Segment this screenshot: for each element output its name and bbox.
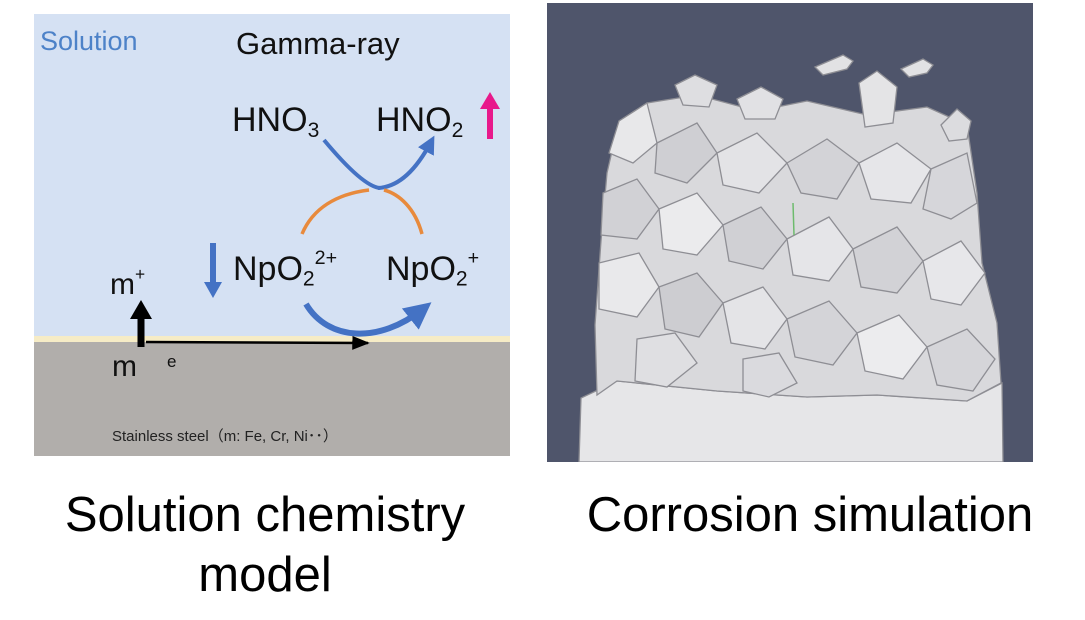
simulation-canvas [547, 3, 1033, 462]
solution-label: Solution [40, 26, 138, 56]
dissolution-arrow-icon [130, 300, 152, 347]
npo2-plus-formula: NpO2+ [386, 247, 480, 291]
floating-debris [813, 54, 854, 76]
fragment [658, 272, 724, 338]
orange-arc-left [300, 188, 370, 235]
top-fragment [736, 86, 784, 120]
orange-arc-right [383, 188, 424, 235]
right-caption: Corrosion simulation [586, 488, 1034, 542]
metal-ion-label: m+ [110, 264, 146, 301]
gamma-ray-label: Gamma-ray [236, 26, 400, 61]
fragment [654, 122, 718, 184]
hno2-up-arc [377, 135, 435, 190]
fragment [716, 132, 788, 194]
solution-chemistry-diagram: Solution Gamma-ray HNO3 HNO2 NpO22+ NpO2… [34, 14, 510, 456]
corroded-material [578, 54, 1004, 462]
fragment [608, 101, 658, 164]
green-marker [792, 202, 795, 236]
reaction-arrows [130, 92, 500, 350]
fragment [926, 328, 996, 392]
stainless-steel-label: Stainless steel（m: Fe, Cr, Ni･･） [112, 428, 338, 445]
top-fragment [858, 70, 898, 128]
fragment [634, 332, 698, 388]
floating-debris [899, 58, 934, 78]
up-arrow-icon [480, 92, 500, 139]
npo2-2plus-formula: NpO22+ [233, 247, 338, 291]
np-reduction-arc [303, 302, 432, 337]
fragment [856, 314, 928, 380]
electron-label: e [167, 352, 177, 371]
hno2-formula: HNO2 [376, 101, 464, 142]
fragment [922, 152, 978, 220]
fragment [600, 178, 660, 240]
fragment [658, 192, 724, 256]
surface-layer [34, 336, 510, 342]
metal-label: m [112, 350, 137, 383]
top-fragment [674, 74, 718, 108]
fragment [922, 240, 986, 306]
fragment [852, 226, 924, 294]
left-caption: Solution chemistry model [64, 488, 466, 602]
top-fragment [940, 108, 972, 142]
fragment [722, 286, 788, 350]
hno3-formula: HNO3 [232, 101, 320, 142]
corrosion-simulation-render [547, 3, 1033, 462]
fragment [742, 352, 798, 398]
fragment [786, 216, 854, 282]
fragment [722, 206, 788, 270]
fragment [598, 252, 660, 318]
fragment [786, 138, 860, 200]
fragment [786, 300, 858, 366]
stainless-steel-region [34, 342, 510, 456]
electron-transfer-arrow [145, 335, 370, 350]
fragment [858, 142, 932, 204]
hno3-down-arc [322, 138, 381, 190]
solution-region [34, 14, 510, 336]
down-arrow-icon [204, 243, 222, 298]
